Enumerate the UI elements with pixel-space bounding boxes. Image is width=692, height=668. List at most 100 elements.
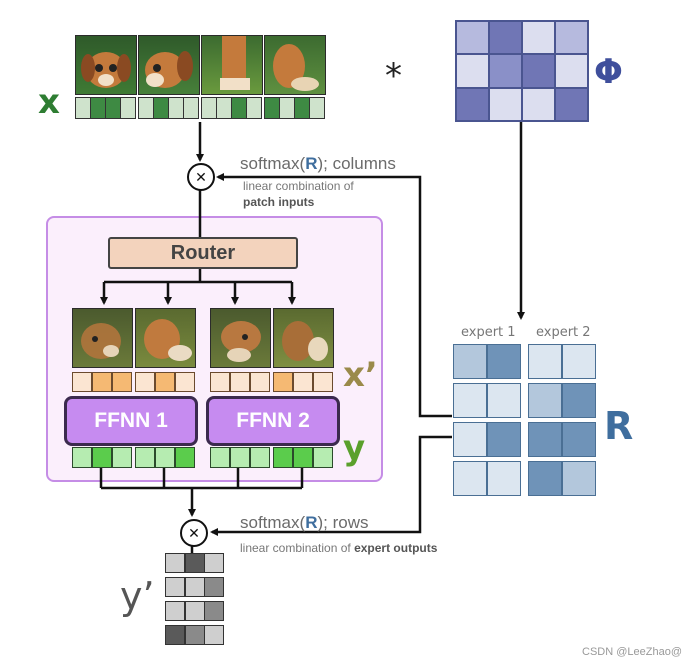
input-patch-2 — [138, 35, 200, 95]
matrix-cell — [487, 462, 520, 495]
matrix-cell — [556, 22, 587, 54]
matrix-cell — [217, 98, 231, 118]
matrix-cell — [562, 345, 595, 378]
matrix-cell — [523, 55, 554, 87]
mixed-patch-4 — [273, 308, 334, 368]
matrix-cell — [454, 384, 487, 417]
matrix-cell — [562, 462, 595, 495]
mixed-patch-1 — [72, 308, 133, 368]
input-patch-4 — [264, 35, 326, 95]
matrix-cell — [202, 98, 216, 118]
matrix-cell — [106, 98, 120, 118]
yprime-row — [165, 601, 224, 621]
r-row — [528, 344, 596, 379]
y-embedding-4 — [273, 447, 333, 468]
ffnn-1-label: FFNN 1 — [94, 409, 168, 432]
matrix-cell — [274, 448, 293, 467]
ffnn-2-box: FFNN 2 — [206, 396, 340, 446]
matrix-cell — [490, 22, 521, 54]
ffnn-1-box: FFNN 1 — [64, 396, 198, 446]
matrix-cell — [313, 373, 332, 391]
input-patch-3 — [201, 35, 263, 95]
matrix-cell — [529, 423, 562, 456]
matrix-cell — [293, 448, 313, 467]
r-row — [453, 344, 521, 379]
input-patch-1 — [75, 35, 137, 95]
x-embedding-2 — [138, 97, 199, 119]
matrix-cell — [205, 626, 223, 644]
matrix-cell — [457, 22, 488, 54]
r-row — [528, 461, 596, 496]
matrix-cell — [155, 373, 175, 391]
r-row — [453, 461, 521, 496]
matrix-cell — [562, 384, 595, 417]
matrix-cell — [523, 22, 554, 54]
matrix-cell — [274, 373, 293, 391]
x-embedding-4 — [264, 97, 325, 119]
combine-columns-icon: ✕ — [187, 163, 215, 191]
matrix-cell — [310, 98, 324, 118]
matrix-cell — [185, 554, 204, 572]
xprime-label: x’ — [343, 355, 378, 395]
matrix-cell — [185, 626, 204, 644]
matrix-cell — [280, 98, 294, 118]
mixed-patch-3 — [210, 308, 271, 368]
watermark: CSDN @LeeZhao@ — [582, 646, 682, 658]
matrix-cell — [154, 98, 168, 118]
matrix-cell — [112, 373, 131, 391]
r-expert-2-column — [528, 344, 596, 496]
matrix-cell — [92, 448, 112, 467]
matrix-cell — [169, 98, 183, 118]
matrix-cell — [73, 373, 92, 391]
matrix-cell — [166, 626, 184, 644]
x-label: x — [38, 82, 60, 122]
matrix-cell — [454, 345, 487, 378]
matrix-cell — [230, 448, 250, 467]
matrix-cell — [166, 554, 184, 572]
arrow-r-rows — [210, 435, 452, 536]
matrix-cell — [205, 578, 223, 596]
matrix-cell — [247, 98, 261, 118]
matrix-cell — [556, 55, 587, 87]
matrix-cell — [185, 578, 204, 596]
matrix-cell — [454, 462, 487, 495]
yprime-row — [165, 625, 224, 645]
ffnn-2-label: FFNN 2 — [236, 409, 310, 432]
matrix-cell — [457, 88, 488, 120]
x-embedding-1 — [75, 97, 136, 119]
phi-matrix — [455, 20, 589, 122]
softmax-columns-label: softmax(R); columns — [240, 154, 396, 173]
matrix-cell — [265, 98, 279, 118]
router-box: Router — [108, 237, 298, 269]
yprime-matrix — [165, 553, 225, 645]
matrix-cell — [487, 384, 520, 417]
r-row — [528, 422, 596, 457]
matrix-cell — [91, 98, 105, 118]
matrix-cell — [136, 448, 155, 467]
matrix-cell — [211, 448, 230, 467]
matrix-cell — [121, 98, 135, 118]
matrix-cell — [232, 98, 246, 118]
y-embedding-1 — [72, 447, 132, 468]
matrix-cell — [175, 373, 194, 391]
matrix-cell — [139, 98, 153, 118]
matrix-cell — [205, 554, 223, 572]
rows-note: linear combination of expert outputs — [240, 541, 438, 555]
matrix-cell — [250, 373, 269, 391]
phi-label: Φ — [594, 52, 623, 92]
matrix-cell — [529, 345, 562, 378]
matrix-cell — [529, 384, 562, 417]
matrix-cell — [112, 448, 131, 467]
matrix-cell — [76, 98, 90, 118]
matrix-cell — [556, 88, 587, 120]
matrix-cell — [185, 602, 204, 620]
matrix-cell — [487, 423, 520, 456]
r-expert-1-column — [453, 344, 521, 496]
matrix-cell — [529, 462, 562, 495]
r-row — [453, 422, 521, 457]
matrix-cell — [184, 98, 198, 118]
matrix-cell — [313, 448, 332, 467]
columns-note: linear combination of patch inputs — [243, 179, 354, 209]
router-label: Router — [170, 241, 236, 264]
